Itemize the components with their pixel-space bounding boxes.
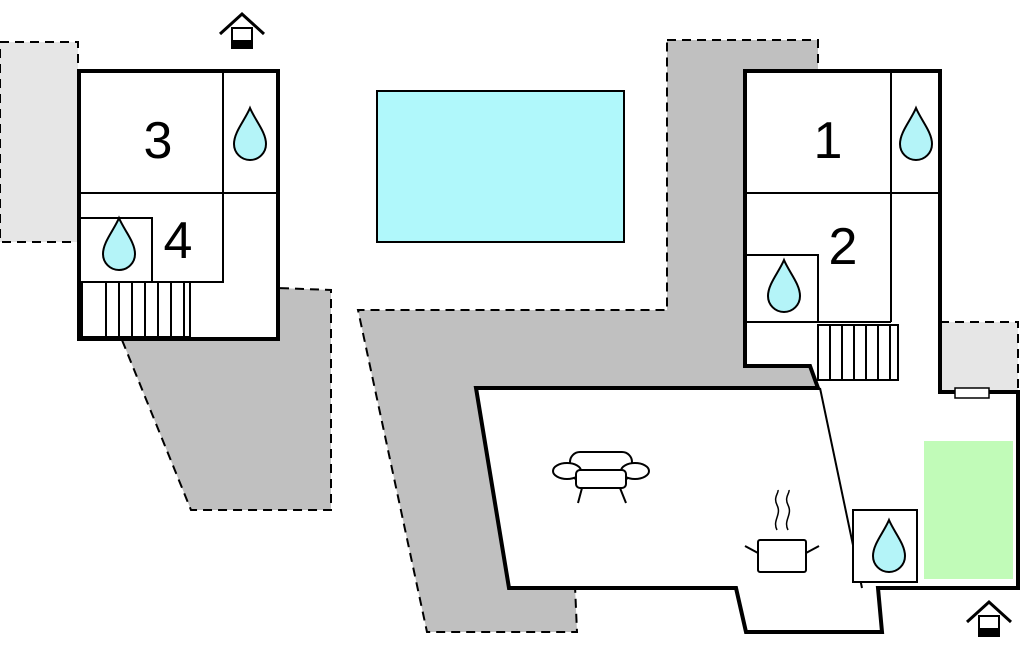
swimming-pool (376, 90, 625, 243)
stairs-icon (817, 324, 899, 381)
room-number-2: 2 (829, 218, 858, 276)
terrace-right-light (939, 321, 1019, 393)
room-number-3: 3 (144, 112, 173, 170)
right-building (473, 69, 1020, 634)
room-number-1: 1 (814, 112, 843, 170)
lawn (924, 441, 1013, 579)
house-entrance-icon (965, 600, 1013, 638)
room-number-4: 4 (164, 212, 193, 270)
house-entrance-icon (218, 12, 266, 50)
terrace-left-light (0, 41, 79, 243)
sofa-icon (552, 451, 650, 504)
left-building (77, 69, 280, 341)
stairs-icon (81, 281, 191, 338)
cooking-pot-icon (744, 489, 820, 573)
